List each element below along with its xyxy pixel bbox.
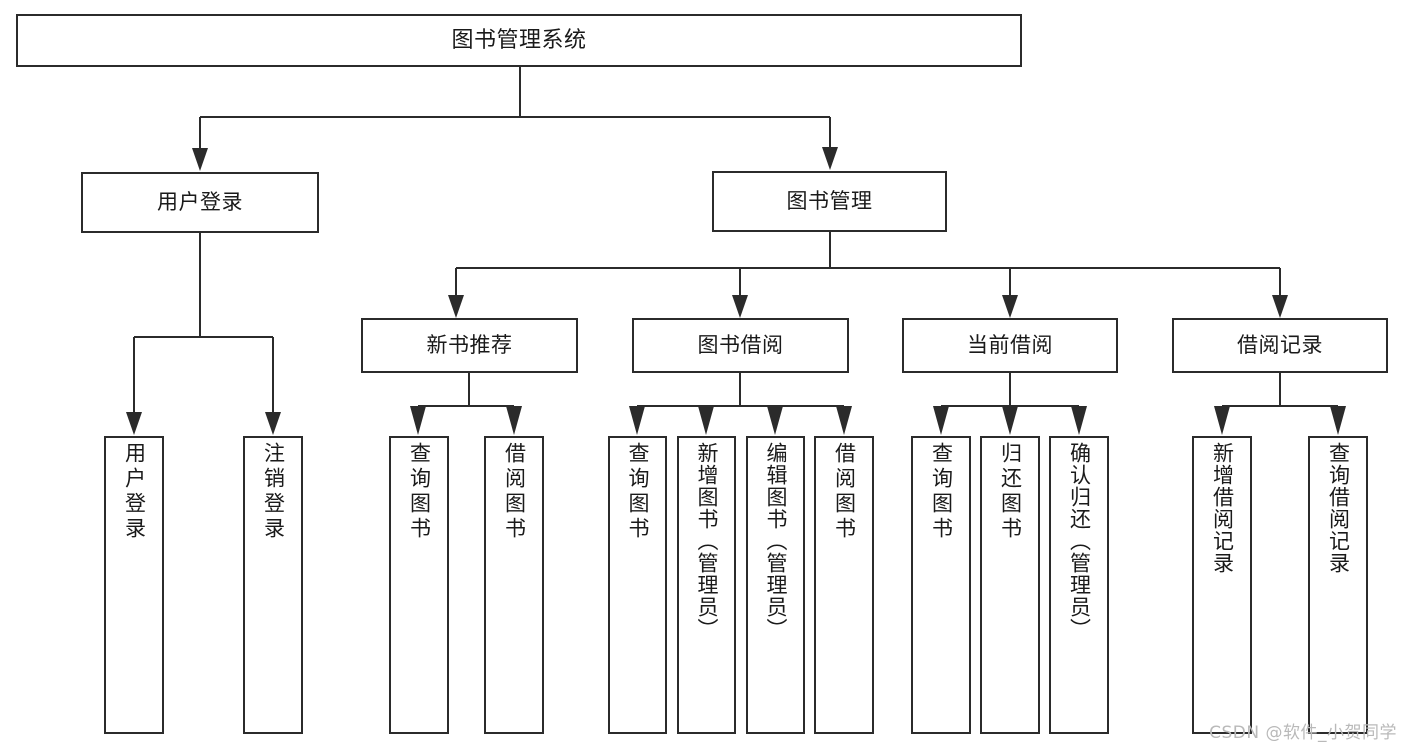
node-label: 编辑图书（管理员） [764, 442, 788, 640]
node-label: 查询图书 [929, 442, 954, 542]
node-book-management[interactable]: 图书管理 [712, 171, 947, 232]
node-leaf-current-borrow-return[interactable]: 归还图书 [980, 436, 1040, 734]
node-label: 查询图书 [626, 442, 650, 542]
node-leaf-borrow-record-query[interactable]: 查询借阅记录 [1308, 436, 1368, 734]
node-leaf-book-borrow-borrow[interactable]: 借阅图书 [814, 436, 874, 734]
node-leaf-borrow-record-add[interactable]: 新增借阅记录 [1192, 436, 1252, 734]
arrowhead-borrow-record [1272, 295, 1288, 318]
arrowhead-leaf-book-borrow-1 [698, 406, 714, 435]
node-label: 归还图书 [998, 442, 1023, 542]
node-label: 新增图书（管理员） [695, 442, 719, 640]
arrowhead-user-login [192, 148, 208, 171]
node-book-borrow[interactable]: 图书借阅 [632, 318, 849, 373]
node-label: 新增借阅记录 [1210, 442, 1235, 574]
node-label: 注销登录 [261, 442, 286, 542]
node-borrow-record[interactable]: 借阅记录 [1172, 318, 1388, 373]
node-new-book-recommend[interactable]: 新书推荐 [361, 318, 578, 373]
arrowhead-leaf-borrow-record-1 [1330, 406, 1346, 435]
node-leaf-book-borrow-edit[interactable]: 编辑图书（管理员） [746, 436, 805, 734]
node-leaf-new-book-borrow[interactable]: 借阅图书 [484, 436, 544, 734]
node-leaf-current-borrow-confirm-return[interactable]: 确认归还（管理员） [1049, 436, 1109, 734]
node-leaf-book-borrow-add[interactable]: 新增图书（管理员） [677, 436, 736, 734]
node-label: 查询图书 [407, 442, 432, 542]
node-label: 确认归还（管理员） [1067, 442, 1092, 640]
node-root-book-management-system[interactable]: 图书管理系统 [16, 14, 1022, 67]
arrowhead-book-borrow [732, 295, 748, 318]
arrowhead-leaf-new-book-1 [506, 406, 522, 435]
node-leaf-book-borrow-query[interactable]: 查询图书 [608, 436, 667, 734]
node-label: 新书推荐 [426, 333, 513, 358]
arrowhead-current-borrow [1002, 295, 1018, 318]
node-label: 图书管理 [786, 189, 873, 214]
node-label: 借阅图书 [832, 442, 857, 542]
node-label: 图书管理系统 [451, 27, 587, 53]
node-leaf-user-login-login[interactable]: 用户登录 [104, 436, 164, 734]
arrowhead-leaf-current-borrow-2 [1071, 406, 1087, 435]
arrowhead-leaf-book-borrow-2 [767, 406, 783, 435]
node-leaf-user-login-logout[interactable]: 注销登录 [243, 436, 303, 734]
node-current-borrow[interactable]: 当前借阅 [902, 318, 1118, 373]
node-label: 图书借阅 [697, 333, 784, 358]
arrowhead-leaf-book-borrow-0 [629, 406, 645, 435]
node-user-login[interactable]: 用户登录 [81, 172, 319, 233]
node-label: 借阅图书 [502, 442, 527, 542]
arrowhead-leaf-user-login-1 [265, 412, 281, 435]
node-leaf-current-borrow-query[interactable]: 查询图书 [911, 436, 971, 734]
arrowhead-leaf-current-borrow-0 [933, 406, 949, 435]
node-label: 当前借阅 [967, 333, 1053, 358]
arrowhead-new-book-recommend [448, 295, 464, 318]
node-label: 查询借阅记录 [1326, 442, 1351, 574]
node-label: 用户登录 [122, 442, 147, 542]
node-label: 借阅记录 [1237, 333, 1323, 358]
csdn-watermark: CSDN @软件_小贺同学 [1209, 723, 1397, 743]
arrowhead-leaf-current-borrow-1 [1002, 406, 1018, 435]
arrowhead-leaf-book-borrow-3 [836, 406, 852, 435]
arrowhead-leaf-borrow-record-0 [1214, 406, 1230, 435]
arrowhead-leaf-new-book-0 [410, 406, 426, 435]
node-leaf-new-book-query[interactable]: 查询图书 [389, 436, 449, 734]
node-label: 用户登录 [157, 190, 243, 215]
arrowhead-book-manage [822, 147, 838, 170]
arrowhead-leaf-user-login-0 [126, 412, 142, 435]
